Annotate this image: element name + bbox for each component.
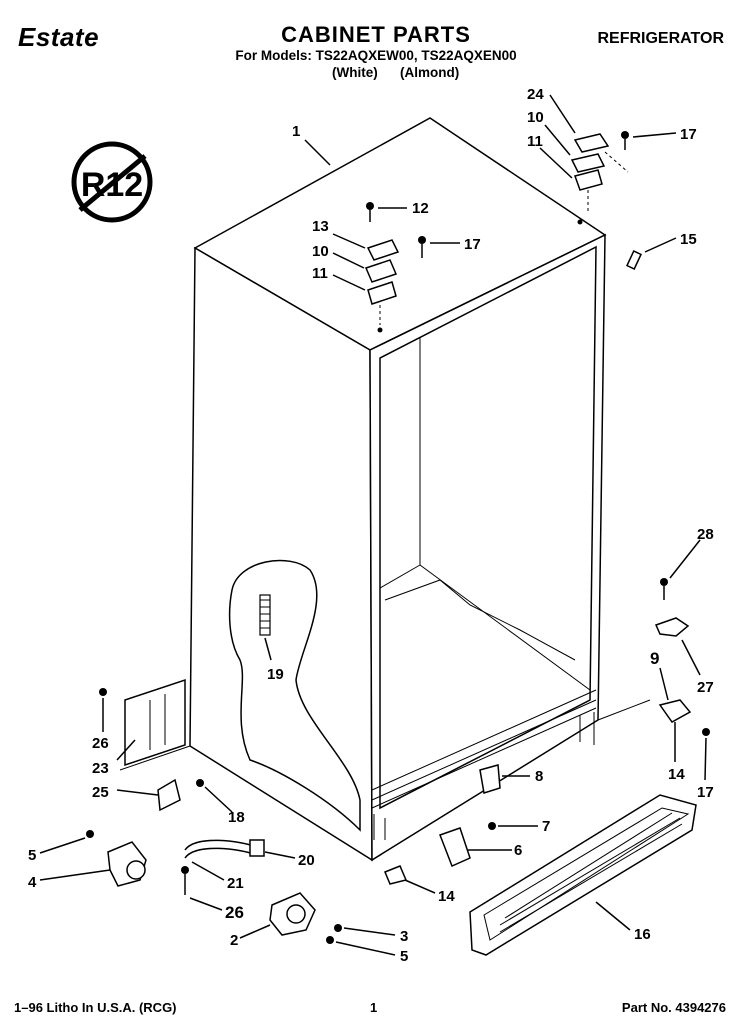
footer-part-number: Part No. 4394276 [621,1000,726,1015]
models-line: For Models: TS22AQXEW00, TS22AQXEN00 [235,48,517,63]
cabinet-body [119,117,651,862]
callout-label: 2 [230,932,238,949]
callout-label: 7 [542,818,550,835]
callout-label: 26 [92,735,109,752]
bottom-center-parts [384,764,501,885]
callout-label: 15 [680,231,697,248]
callout-label: 17 [697,784,714,801]
callout-label: 6 [514,842,522,859]
r12-badge: R12 [71,141,153,223]
callout-label: 19 [267,666,284,683]
roller-assembly [269,892,342,944]
callout-label: 13 [312,218,329,235]
center-hinge-assembly [364,202,426,325]
upper-hinge-assembly [570,131,629,212]
variant-white: (White) [332,65,378,80]
callout-label: 28 [697,526,714,543]
left-side-parts [99,678,204,812]
variant-almond: (Almond) [400,65,460,80]
callout-label: 11 [527,133,543,150]
callout-label: 10 [527,109,544,126]
page-title: CABINET PARTS [281,22,471,47]
callout-label: 8 [535,768,543,785]
callout-label: 10 [312,243,329,260]
callout-label: 27 [697,679,714,696]
callout-label: 16 [634,926,651,943]
cutaway-section [228,559,361,832]
callout-label: 4 [28,874,37,891]
callout-label: 11 [312,265,328,282]
callout-label: 14 [438,888,455,905]
callout-label: 14 [668,766,685,783]
callout-label: 25 [92,784,109,801]
callout-label: 12 [412,200,429,217]
category-label: REFRIGERATOR [597,30,724,47]
callout-label: 3 [400,928,408,945]
callout-label: 17 [464,236,481,253]
bottom-left-parts [86,830,265,895]
footer-page-number: 1 [370,1000,378,1015]
callout-label: 21 [227,875,244,892]
callout-label: 9 [650,649,659,668]
brand-logo: Estate [18,22,100,52]
callout-label: 5 [28,847,36,864]
callout-label: 26 [225,903,244,922]
callout-label: 20 [298,852,315,869]
clip-part-15 [625,250,643,270]
callout-label: 1 [292,123,300,140]
leader-lines [39,94,707,956]
right-bracket-parts [654,578,710,736]
footer-litho: 1–96 Litho In U.S.A. (RCG) [14,1000,177,1015]
callout-label: 23 [92,760,109,777]
callout-label: 24 [527,86,544,103]
callout-label: 5 [400,948,408,965]
callout-label: 17 [680,126,697,143]
callout-labels: 1 24 10 11 17 12 13 10 17 11 15 19 28 9 … [28,86,714,965]
toe-grille [469,794,697,956]
callout-label: 18 [228,809,245,826]
